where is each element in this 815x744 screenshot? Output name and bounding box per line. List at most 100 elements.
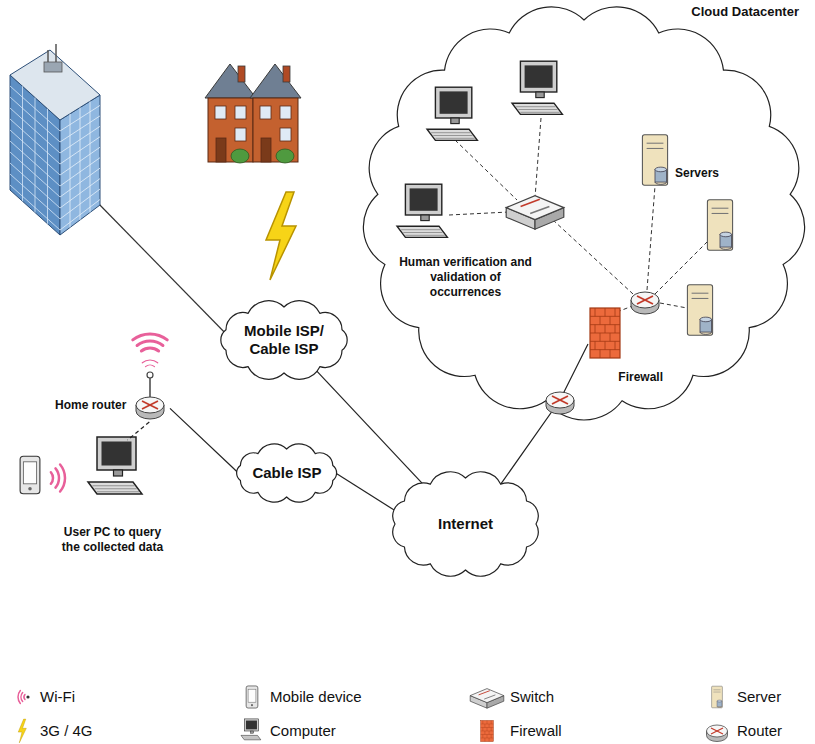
server-icon <box>713 692 720 693</box>
firewall-icon <box>595 341 596 349</box>
house-illustration <box>250 64 301 98</box>
wifi-signal <box>51 465 65 492</box>
isp-cloud: Mobile ISP/ Cable ISP <box>214 298 354 382</box>
server-icon <box>687 285 712 335</box>
legend-label: Server <box>737 688 781 706</box>
mobile-device-icon <box>28 487 32 491</box>
legend-label: 3G / 4G <box>40 722 93 740</box>
server-icon <box>717 700 722 702</box>
switch-icon <box>470 689 504 703</box>
cellular-bolt-icon <box>266 192 296 280</box>
computer-icon <box>435 87 471 118</box>
firewall-icon <box>605 325 606 333</box>
server-icon <box>717 701 722 706</box>
verification-computer: Human verification and validation of occ… <box>393 255 538 300</box>
computer-icon <box>410 188 438 210</box>
firewall-icon <box>600 333 601 341</box>
switch-icon <box>506 196 564 230</box>
computer-icon <box>401 229 440 230</box>
server-icon <box>720 247 732 249</box>
computer-icon <box>451 118 459 124</box>
user-computer: User PC to query the collected data <box>50 440 175 555</box>
server-icon <box>712 213 729 214</box>
office-building <box>47 109 48 224</box>
computer-icon <box>243 736 258 737</box>
router-icon <box>546 392 574 414</box>
router-icon <box>552 396 568 404</box>
house-illustration <box>216 138 226 162</box>
firewall-icon <box>489 738 490 741</box>
antenna <box>149 377 151 397</box>
firewall-icon <box>590 308 620 358</box>
cellular-bolt-icon <box>18 719 26 743</box>
firewall-icon <box>610 316 611 324</box>
isp-cloud: Cable ISP <box>229 440 344 506</box>
server-icon <box>642 135 667 185</box>
house-illustration <box>253 98 298 162</box>
cloud-outline <box>221 301 347 380</box>
computer-icon <box>518 109 557 110</box>
firewall-icon <box>615 341 616 349</box>
antenna <box>147 372 153 378</box>
firewall-icon <box>481 721 494 742</box>
device-label: Home router <box>55 398 126 413</box>
house-illustration <box>250 64 301 163</box>
server-icon <box>655 182 667 184</box>
office-building <box>47 50 49 62</box>
wifi-icon <box>18 691 30 704</box>
computer-icon <box>244 738 259 739</box>
network-link <box>501 344 588 484</box>
computer-icon <box>403 232 442 233</box>
switch-icon <box>530 206 549 213</box>
mobile-device-icon <box>246 686 258 708</box>
wifi-signal <box>133 334 167 340</box>
router-icon <box>552 396 568 404</box>
computer-icon <box>405 235 444 236</box>
mobile-device-icon <box>20 456 40 493</box>
house-illustration <box>235 128 246 141</box>
wifi-signal <box>141 348 158 351</box>
server-icon <box>687 285 712 335</box>
wifi-signal <box>133 334 167 351</box>
cellular-bolt-icon <box>18 719 26 743</box>
device-label: Human verification and validation of occ… <box>393 255 538 300</box>
computer-icon <box>520 61 556 92</box>
server-icon <box>655 167 667 172</box>
mobile-device-icon <box>20 456 40 493</box>
office-building <box>70 114 71 228</box>
region-heading: Cloud Datacenter <box>355 0 813 20</box>
cellular-bolt-icon <box>266 192 296 280</box>
computer-icon <box>405 184 441 215</box>
house-illustration <box>208 98 253 162</box>
cloud-label: Cable ISP <box>252 464 321 482</box>
datacenter-wiring <box>553 220 633 294</box>
firewall-icon <box>482 734 483 737</box>
computer-icon <box>427 87 477 140</box>
firewall-icon <box>489 724 490 727</box>
office-building <box>10 44 232 340</box>
computer-icon <box>440 91 468 113</box>
firewall-icon <box>484 738 485 741</box>
antenna-waves <box>142 360 157 367</box>
router-icon <box>546 392 574 408</box>
server-group: Servers <box>675 166 719 181</box>
cloud-outline <box>363 7 804 420</box>
server-icon <box>700 317 712 322</box>
firewall-icon <box>590 308 620 358</box>
firewall-icon <box>491 721 492 724</box>
router-icon <box>637 296 653 304</box>
switch-icon <box>470 689 504 709</box>
switch-icon <box>484 695 495 699</box>
mobile-device-icon <box>23 462 36 484</box>
computer-icon <box>88 482 142 494</box>
computer-icon <box>114 470 123 476</box>
firewall-icon <box>600 316 601 324</box>
legend-label: Switch <box>510 688 554 706</box>
house-illustration <box>280 106 291 119</box>
home-router: Home router <box>55 388 170 422</box>
antenna-waves <box>146 365 155 367</box>
computer-icon <box>431 132 470 133</box>
computer-icon <box>241 719 261 740</box>
